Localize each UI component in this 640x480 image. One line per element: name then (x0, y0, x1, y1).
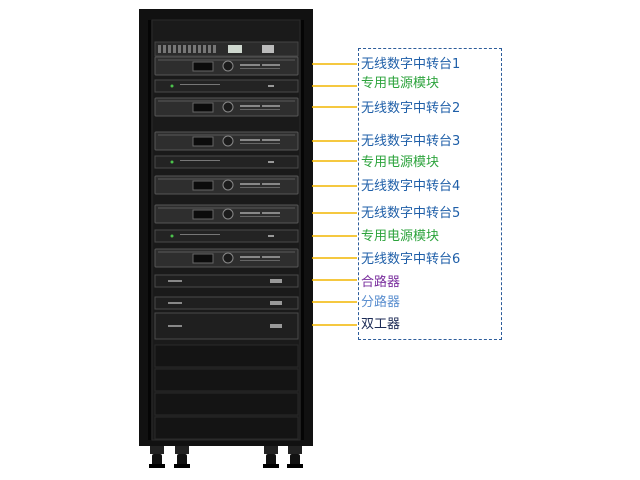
legend-box (358, 48, 502, 340)
repeater-unit-4 (154, 175, 299, 195)
duplexer-unit (154, 312, 299, 340)
repeater-unit-2 (154, 97, 299, 117)
label-repeater-3: 无线数字中转台3 (361, 134, 461, 149)
label-repeater-2: 无线数字中转台2 (361, 101, 461, 116)
label-power-3: 专用电源模块 (361, 229, 440, 244)
power-module-3 (154, 229, 299, 243)
label-divider: 分路器 (361, 295, 401, 310)
label-repeater-4: 无线数字中转台4 (361, 179, 461, 194)
power-module-2 (154, 155, 299, 169)
label-repeater-1: 无线数字中转台1 (361, 57, 461, 72)
repeater-unit-6 (154, 248, 299, 268)
divider-unit (154, 296, 299, 310)
label-duplexer: 双工器 (361, 317, 401, 332)
label-power-2: 专用电源模块 (361, 155, 440, 170)
rack-feet (149, 446, 303, 468)
repeater-unit-5 (154, 204, 299, 224)
label-repeater-5: 无线数字中转台5 (361, 206, 461, 221)
repeater-unit-1 (154, 56, 299, 76)
label-combiner: 合路器 (361, 275, 401, 290)
power-module-1 (154, 79, 299, 93)
label-power-1: 专用电源模块 (361, 76, 440, 91)
label-repeater-6: 无线数字中转台6 (361, 252, 461, 267)
empty-rack-bays (154, 344, 299, 440)
patch-panel (154, 41, 299, 57)
combiner-unit (154, 274, 299, 288)
repeater-unit-3 (154, 131, 299, 151)
